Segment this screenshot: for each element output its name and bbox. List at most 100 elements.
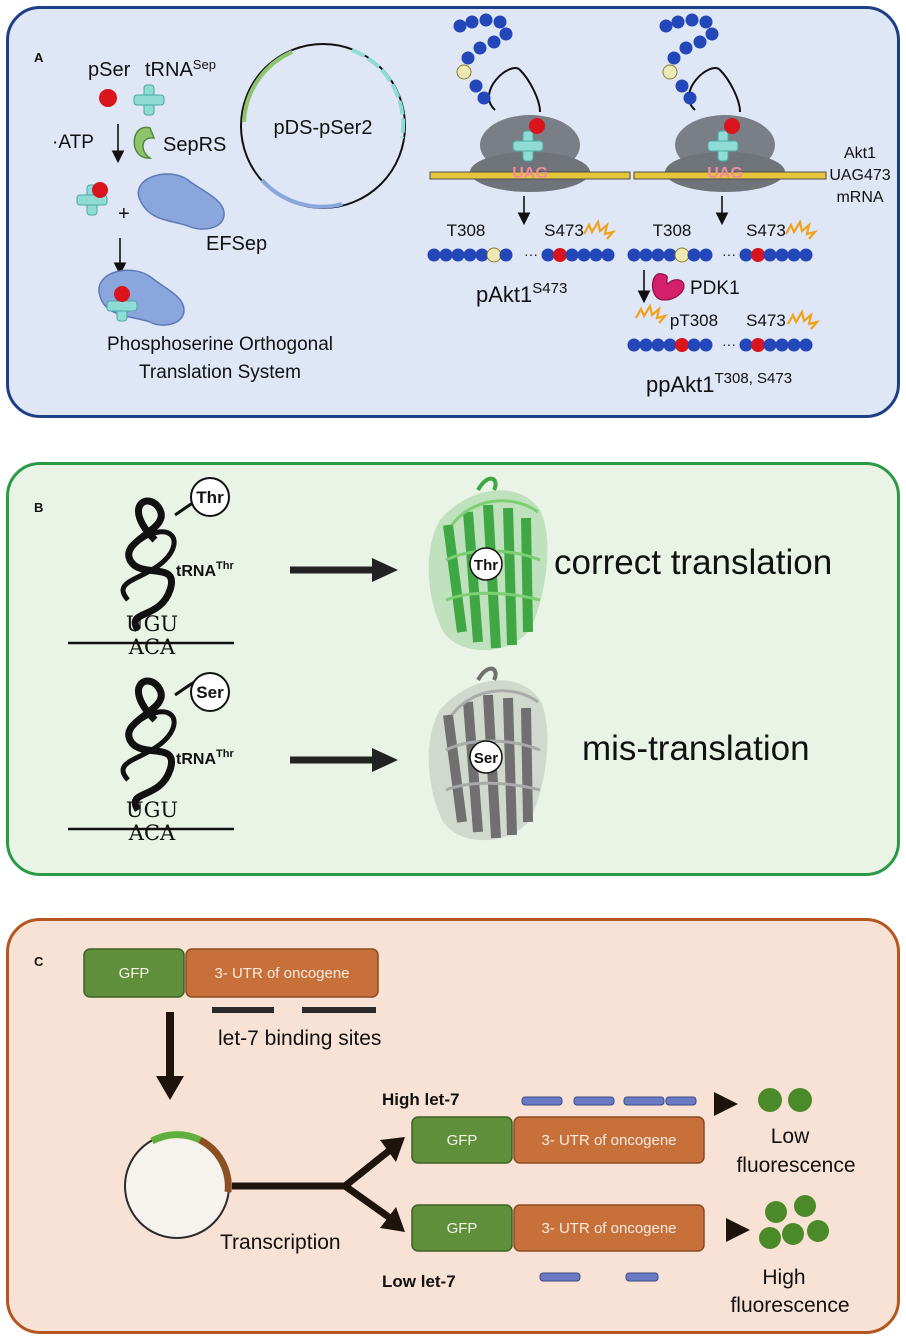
ser-residue	[469, 740, 503, 774]
phospho-burst-3	[634, 304, 667, 325]
trna-icon	[133, 84, 165, 116]
gfp-box-high	[411, 1116, 513, 1164]
bead-chain-1	[453, 13, 513, 105]
high-fluor-line2: fluorescence	[730, 1294, 849, 1317]
let7-low-1	[539, 1272, 581, 1282]
fluor-dot-high-4	[807, 1220, 829, 1242]
branch-down-head	[380, 1207, 405, 1232]
let7-high-3	[623, 1096, 665, 1106]
utr-box-construct	[185, 948, 379, 998]
t308-label-2: T308	[653, 221, 692, 240]
phospho-burst-2	[784, 220, 817, 241]
svg-text:···: ···	[722, 246, 736, 262]
ser-label-2: Ser	[474, 750, 498, 767]
fluor-dot-high-5	[759, 1227, 781, 1249]
s473-label-1: S473	[544, 221, 584, 240]
mis-translation-label: mis-translation	[582, 729, 810, 768]
ser-circle	[190, 672, 230, 712]
pt308-label: pT308	[670, 311, 718, 330]
utr-box-low	[513, 1204, 705, 1252]
efsep-label: EFSep	[206, 233, 267, 255]
t308-label-1: T308	[447, 221, 486, 240]
fluor-dot-low-2	[788, 1088, 812, 1112]
trna-thr-label-2: tRNAThr	[176, 748, 234, 768]
ribosome-2-phospho	[724, 118, 740, 134]
utr-box-high	[513, 1116, 705, 1164]
mrna-1	[429, 171, 631, 180]
protein-chain-1: ···	[427, 246, 615, 263]
gfp-label-low: GFP	[447, 1220, 478, 1237]
phospho-burst-4	[786, 310, 819, 331]
codon-uag-2: UAG	[707, 165, 743, 182]
bead-chain-2	[659, 13, 719, 105]
anticodon-1: UGU	[126, 612, 178, 636]
utr-label-low: 3- UTR of oncogene	[541, 1220, 676, 1237]
gfp-label-construct: GFP	[119, 965, 150, 982]
trna-thr-label-1: tRNAThr	[176, 560, 234, 580]
utr-label-construct: 3- UTR of oncogene	[214, 965, 349, 982]
pdk1-icon	[651, 273, 685, 301]
plasmid-c-gfp-segment	[150, 1131, 202, 1145]
ribosome-1-phospho	[529, 118, 545, 134]
fluor-dot-high-1	[765, 1201, 787, 1223]
arrow-low-result	[726, 1218, 750, 1242]
transcription-label: Transcription	[220, 1231, 341, 1254]
binding-site-2	[302, 1007, 376, 1013]
pakt1-label: pAkt1S473	[476, 280, 567, 307]
protein-chain-3: ···	[627, 336, 813, 352]
phosphoserine-dot	[99, 89, 117, 107]
binding-site-1	[212, 1007, 274, 1013]
thr-label-2: Thr	[474, 557, 498, 574]
fluor-dot-low-1	[758, 1088, 782, 1112]
anticodon-2: UGU	[126, 798, 178, 822]
low-let7-label: Low let-7	[382, 1272, 456, 1291]
protein-chain-2: ···	[627, 246, 813, 263]
mrna-2	[633, 171, 827, 180]
codon-1: ACA	[128, 635, 176, 659]
mrna-label-line2: UAG473	[829, 167, 890, 184]
complex-phospho-dot	[114, 286, 130, 302]
branch-down	[342, 1183, 393, 1221]
let7-low-2	[625, 1272, 659, 1282]
pser-label: pSer	[88, 59, 131, 81]
phospho-burst-1	[582, 220, 615, 241]
plasmid-segment-green	[242, 50, 293, 123]
gfp-box-low	[411, 1204, 513, 1252]
seprs-icon	[133, 126, 156, 159]
svg-text:···: ···	[524, 246, 538, 262]
ppakt1-label: ppAkt1T308, S473	[646, 370, 792, 397]
panel-a-label: A	[34, 50, 44, 65]
mrna-label-line1: Akt1	[844, 145, 876, 162]
high-fluor-line1: High	[762, 1266, 805, 1289]
let7-high-2	[573, 1096, 615, 1106]
gfp-box-construct	[83, 948, 185, 998]
binding-sites-label: let-7 binding sites	[218, 1027, 381, 1050]
mrna-label-line3: mRNA	[836, 189, 883, 206]
system-title-line1: Phosphoserine Orthogonal	[107, 334, 333, 355]
arrow-mis-head	[372, 748, 398, 772]
arrow-high-result	[714, 1092, 738, 1116]
panel-c-label: C	[34, 954, 44, 969]
plus-sign: +	[118, 203, 130, 225]
codon-uag-1: UAG	[512, 165, 548, 182]
ser-label-1: Ser	[196, 683, 224, 702]
low-fluor-line1: Low	[771, 1125, 810, 1148]
arrow-down-c-head	[156, 1076, 184, 1100]
gfp-label-high: GFP	[447, 1132, 478, 1149]
efsep-icon	[137, 173, 225, 230]
high-let7-label: High let-7	[382, 1090, 459, 1109]
branch-up-head	[380, 1137, 405, 1162]
let7-high-4	[665, 1096, 697, 1106]
trna-sep-label: tRNASep	[145, 57, 216, 81]
branch-up	[342, 1147, 393, 1189]
complex-efsep-icon	[98, 269, 185, 326]
thr-circle	[190, 477, 230, 517]
seprs-label: SepRS	[163, 134, 226, 156]
codon-2: ACA	[128, 821, 176, 845]
utr-label-high: 3- UTR of oncogene	[541, 1132, 676, 1149]
plasmid-label: pDS-pSer2	[274, 117, 373, 139]
system-title-line2: Translation System	[139, 362, 301, 383]
svg-text:···: ···	[722, 336, 736, 352]
fluor-dot-high-2	[794, 1195, 816, 1217]
